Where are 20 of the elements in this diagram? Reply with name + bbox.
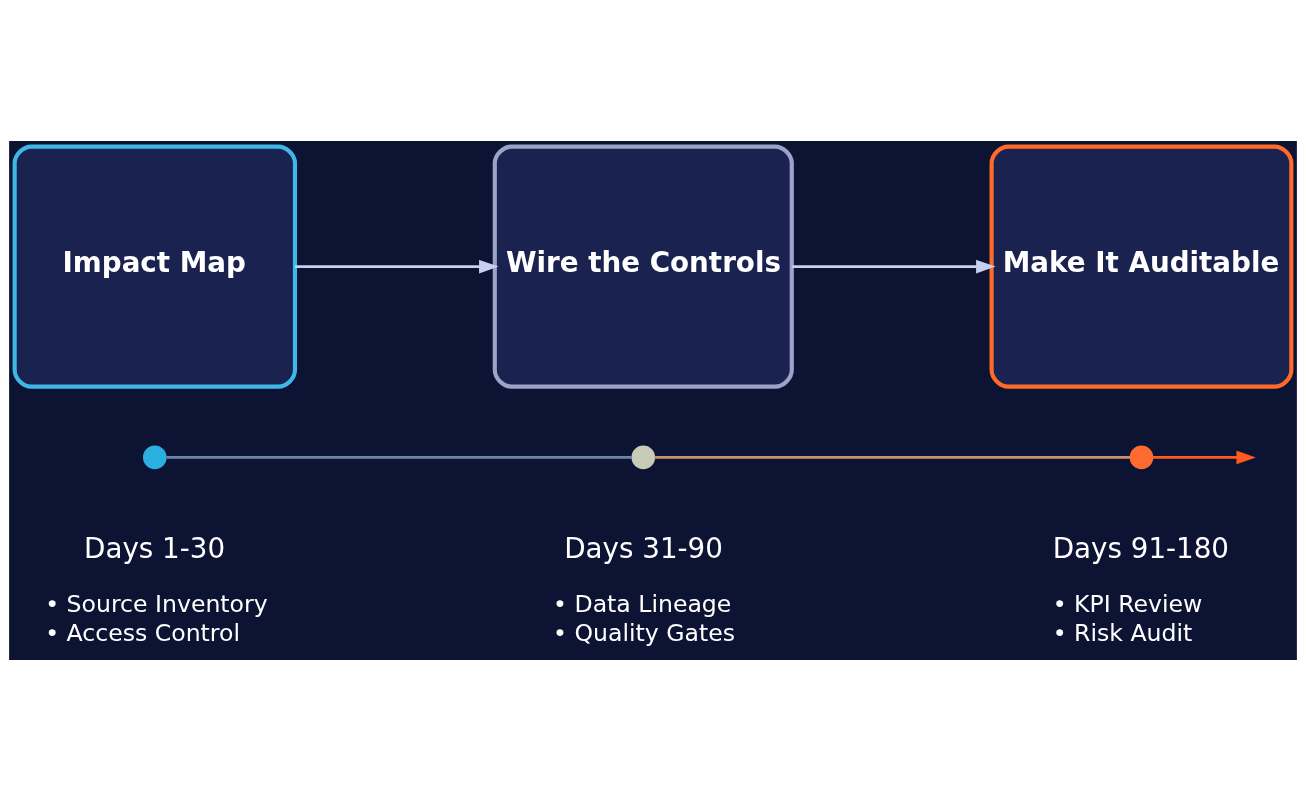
node-label: Days 31-90 <box>564 531 723 565</box>
connector <box>166 455 633 459</box>
node-circle <box>631 445 656 469</box>
node-box: Impact Map <box>12 143 298 389</box>
node-label: • Source Inventory <box>45 589 268 618</box>
node-label: Days 91-180 <box>1052 531 1230 565</box>
node-label: • KPI Review <box>1052 589 1203 618</box>
node-label: • Data Lineage <box>553 589 732 618</box>
connector <box>654 455 1131 459</box>
node-box: Make It Auditable <box>989 143 1294 389</box>
node-label: Days 1-30 <box>84 531 226 565</box>
node-label: • Risk Audit <box>1052 618 1193 647</box>
node-label: • Quality Gates <box>553 618 735 647</box>
node-circle <box>1129 445 1154 469</box>
arrow <box>792 259 996 273</box>
arrow <box>295 259 499 273</box>
node-circle <box>143 445 167 469</box>
arrow <box>1152 450 1256 464</box>
node-box: Wire the Controls <box>492 143 794 389</box>
node-label: • Access Control <box>45 618 241 647</box>
